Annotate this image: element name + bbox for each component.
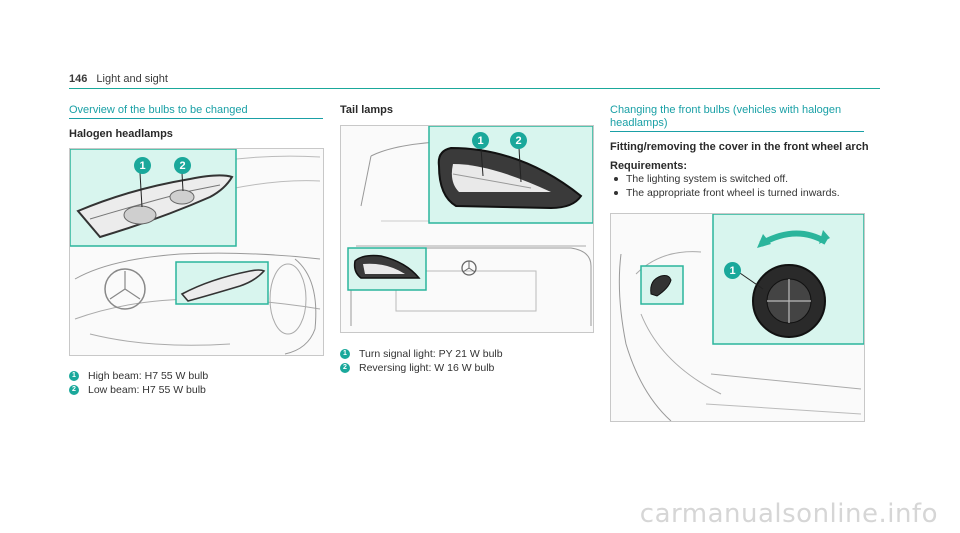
list-item: The lighting system is switched off. [610,172,840,186]
legend-item: 2 Low beam: H7 55 W bulb [69,383,208,396]
headlamp-legend: 1 High beam: H7 55 W bulb 2 Low beam: H7… [69,369,208,397]
legend-text: Turn signal light: PY 21 W bulb [359,347,503,360]
subheading-tail-lamps: Tail lamps [340,104,393,116]
bullet-icon [614,177,618,181]
figure-badge-2: 2 [174,157,191,174]
chapter-title: Light and sight [96,73,168,85]
subheading-halogen-headlamps: Halogen headlamps [69,128,173,140]
headlamp-figure: 1 2 [69,148,324,356]
figure-badge-1: 1 [472,132,489,149]
legend-item: 2 Reversing light: W 16 W bulb [340,361,503,374]
legend-text: Reversing light: W 16 W bulb [359,361,495,374]
legend-item: 1 Turn signal light: PY 21 W bulb [340,347,503,360]
requirements-list: The lighting system is switched off. The… [610,172,840,200]
legend-item: 1 High beam: H7 55 W bulb [69,369,208,382]
section-rule-overview [69,118,323,119]
figure-badge-2: 2 [510,132,527,149]
legend-text: Low beam: H7 55 W bulb [88,383,206,396]
legend-badge: 2 [69,384,79,395]
requirement-text: The appropriate front wheel is turned in… [626,187,840,199]
section-title-line: headlamps) [610,117,668,129]
figure-badge-1: 1 [724,262,741,279]
list-item: The appropriate front wheel is turned in… [610,186,840,200]
section-title-line: Changing the front bulbs (vehicles with … [610,104,842,116]
section-title-changing-front-bulbs: Changing the front bulbs (vehicles with … [610,104,841,130]
legend-badge: 1 [340,348,350,359]
requirements-label: Requirements: [610,160,688,172]
legend-text: High beam: H7 55 W bulb [88,369,209,382]
figure-badge-1: 1 [134,157,151,174]
page-header: 146 Light and sight [69,73,168,85]
watermark: carmanualsonline.info [639,499,938,529]
page-number: 146 [69,73,88,85]
subheading-fitting-cover: Fitting/removing the cover in the front … [610,141,869,153]
tail-lamp-figure: 1 2 [340,125,594,333]
header-rule [69,88,880,89]
wheel-arch-figure: 1 [610,213,865,422]
section-rule-changing [610,131,864,132]
tail-lamp-legend: 1 Turn signal light: PY 21 W bulb 2 Reve… [340,347,503,375]
requirement-text: The lighting system is switched off. [626,173,789,185]
legend-badge: 1 [69,370,79,381]
bullet-icon [614,191,618,195]
section-title-overview: Overview of the bulbs to be changed [69,104,248,116]
legend-badge: 2 [340,362,350,373]
